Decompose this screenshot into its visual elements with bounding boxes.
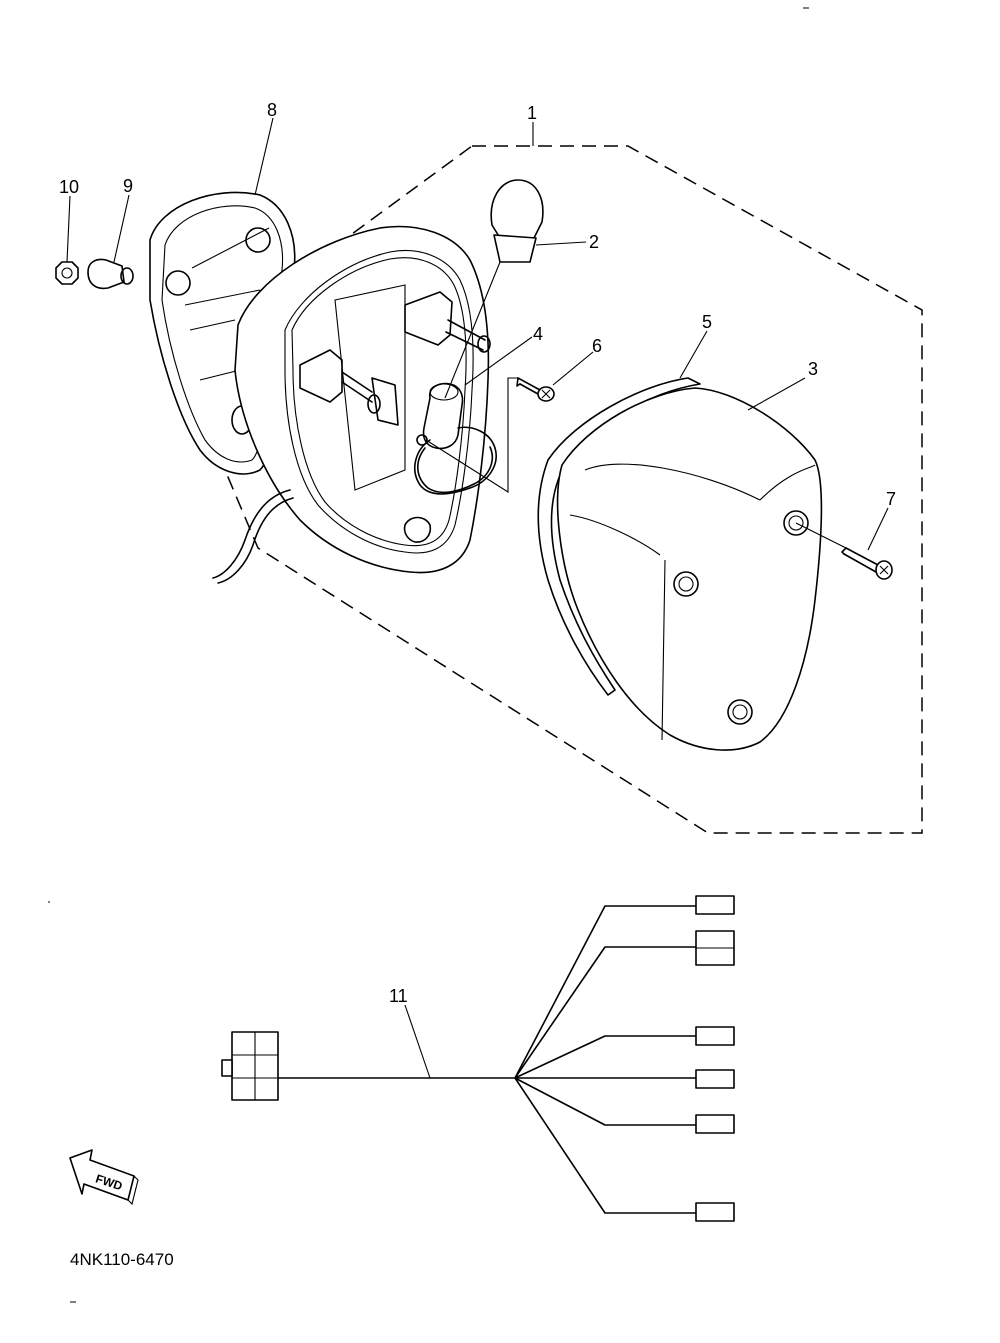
part-10-nut xyxy=(55,261,79,285)
callout-9: 9 xyxy=(123,176,133,196)
callout-1: 1 xyxy=(527,103,537,123)
callout-7: 7 xyxy=(886,489,896,509)
drawing-code: 4NK110-6470 xyxy=(70,1250,174,1269)
part-3-lens xyxy=(556,387,823,751)
part-2-bulb xyxy=(490,179,544,263)
callout-10: 10 xyxy=(59,177,79,197)
forward-arrow-icon: FWD xyxy=(69,1149,139,1206)
part-9-grommet xyxy=(87,258,134,290)
callout-8: 8 xyxy=(267,100,277,120)
part-11-harness xyxy=(221,895,735,1222)
callout-11: 11 xyxy=(389,986,408,1006)
callout-4: 4 xyxy=(533,324,543,344)
part-5-gasket xyxy=(537,377,701,696)
part-7-screw xyxy=(841,547,893,580)
callout-6: 6 xyxy=(592,336,602,356)
callout-5: 5 xyxy=(702,312,712,332)
callout-2: 2 xyxy=(589,232,599,252)
part-6-screw xyxy=(516,377,555,402)
leader-lines xyxy=(66,117,889,551)
part-4-socket xyxy=(414,382,497,495)
callout-3: 3 xyxy=(808,359,818,379)
wire-lead xyxy=(212,489,291,579)
